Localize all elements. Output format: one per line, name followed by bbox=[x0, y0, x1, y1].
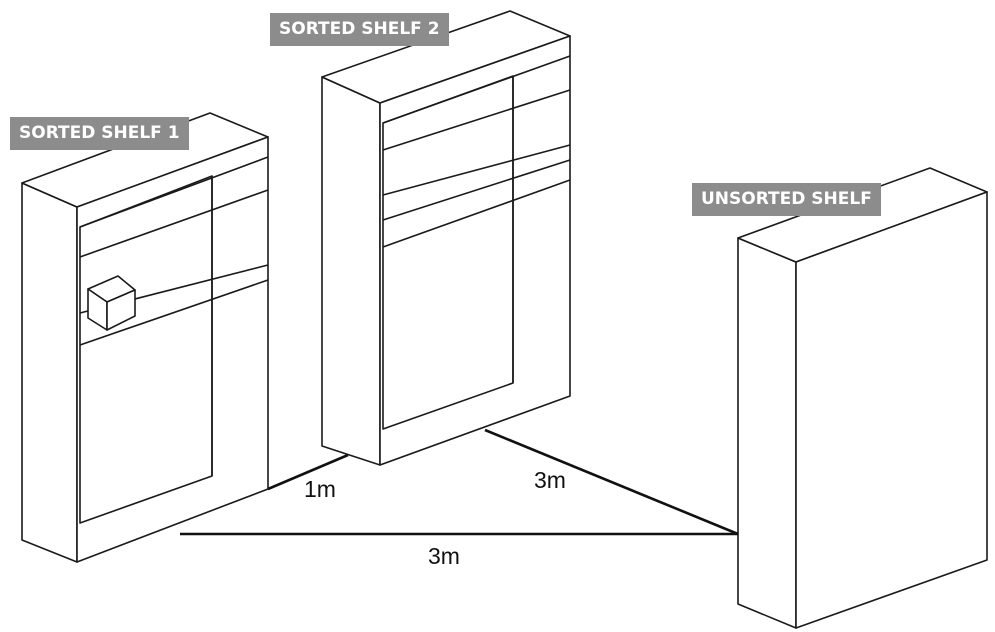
label-sorted-shelf-1: SORTED SHELF 1 bbox=[10, 117, 189, 150]
sorted-shelf-1 bbox=[21, 112, 269, 563]
unsorted-shelf bbox=[737, 167, 988, 629]
distance-line-shelf2-unsorted bbox=[484, 428, 739, 536]
label-unsorted-shelf: UNSORTED SHELF bbox=[692, 183, 881, 216]
sorted-shelf-2 bbox=[321, 10, 571, 466]
distance-label-3m-diagonal: 3m bbox=[534, 467, 566, 493]
box-on-shelf bbox=[87, 275, 136, 331]
label-sorted-shelf-2: SORTED SHELF 2 bbox=[270, 13, 449, 46]
distance-label-1m: 1m bbox=[304, 476, 336, 502]
distance-line-shelf1-shelf2 bbox=[267, 453, 349, 491]
distance-label-3m-bottom: 3m bbox=[428, 543, 460, 569]
